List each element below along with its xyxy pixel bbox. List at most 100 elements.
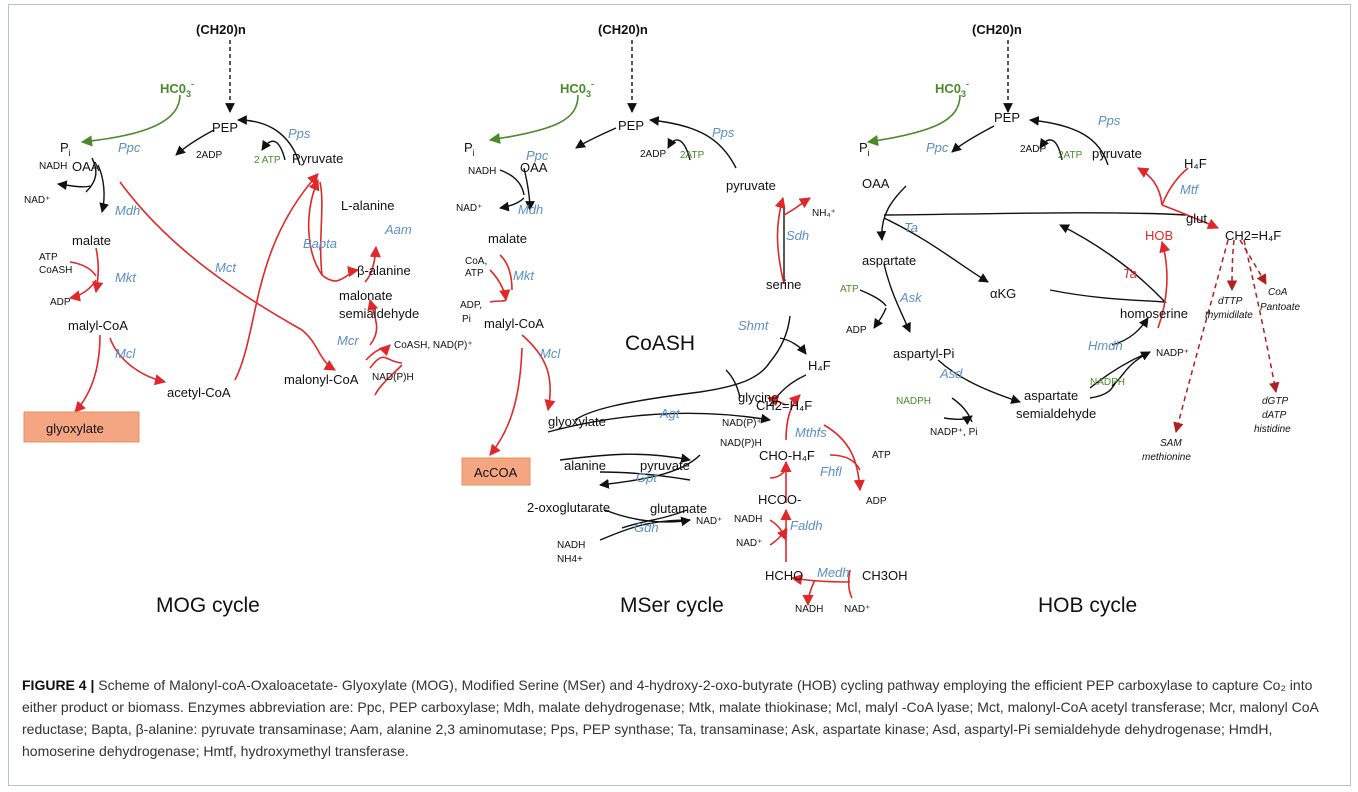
- mog-cycle-title: MOG cycle: [156, 594, 260, 617]
- hob-coa: CoA: [1268, 287, 1288, 298]
- mser-nad: NAD⁺: [456, 203, 482, 214]
- hob-datp: dATP: [1262, 410, 1287, 421]
- figure-frame: [8, 4, 1351, 786]
- mser-gpt: Gpt: [636, 470, 658, 485]
- mser-h4f: H₄F: [808, 358, 831, 373]
- hob-atp: ATP: [840, 284, 859, 295]
- mog-coash-nadp: CoASH, NAD(P)⁺: [394, 340, 473, 351]
- hob-adp: ADP: [846, 325, 867, 336]
- mog-glyoxylate: glyoxylate: [46, 421, 104, 436]
- mser-mkt: Mkt: [513, 268, 535, 283]
- mser-accoa: AcCOA: [474, 465, 518, 480]
- hob-ch2h4f: CH2=H₄F: [1225, 228, 1281, 243]
- hob-sam: SAM: [1160, 438, 1182, 449]
- hob-h4f: H₄F: [1184, 156, 1207, 171]
- mser-cycle: (CH20)n HC03- PEP Pi Ppc OAA 2ADP 2ATP P…: [456, 22, 908, 617]
- mser-mdh: Mdh: [518, 202, 543, 217]
- mog-mcr: Mcr: [337, 333, 359, 348]
- hob-aspartate: aspartate: [862, 253, 916, 268]
- mser-pyruvate: pyruvate: [726, 178, 776, 193]
- mog-mdh: Mdh: [115, 203, 140, 218]
- mog-malonyl-coa: malonyl-CoA: [284, 372, 359, 387]
- hob-nadph2: NADPH: [1090, 377, 1125, 388]
- mog-ch2o: (CH20)n: [196, 22, 246, 37]
- mog-2atp: 2 ATP: [254, 155, 281, 166]
- hob-pep: PEP: [994, 110, 1020, 125]
- mog-pyruvate: Pyruvate: [292, 151, 343, 166]
- mser-hcho: HCHO: [765, 568, 803, 583]
- mser-malate: malate: [488, 231, 527, 246]
- mser-2atp: 2ATP: [680, 150, 705, 161]
- hob-ta2: Ta: [1123, 266, 1137, 281]
- mog-bapta: Bapta: [303, 236, 337, 251]
- mser-nad2: NAD⁺: [696, 516, 722, 527]
- mser-hcoo: HCOO-: [758, 492, 801, 507]
- hob-dttp: dTTP: [1218, 296, 1243, 307]
- hob-nadph: NADPH: [896, 396, 931, 407]
- mser-hco3: HC03-: [560, 79, 594, 99]
- mser-shmt: Shmt: [738, 318, 770, 333]
- mser-cho-h4f: CHO-H₄F: [759, 448, 815, 463]
- hob-nadp: NADP⁺: [1156, 348, 1189, 359]
- mser-glycine: glycine: [738, 390, 778, 405]
- mog-oaa: OAA: [72, 159, 100, 174]
- hob-methionine: methionine: [1142, 452, 1191, 463]
- mser-nh4plus: NH4+: [557, 554, 583, 565]
- mser-cycle-title: MSer cycle: [620, 594, 724, 617]
- hob-akg: αKG: [990, 286, 1016, 301]
- accoa-product-box: [461, 457, 531, 486]
- mser-pep: PEP: [618, 118, 644, 133]
- mser-faldh: Faldh: [790, 518, 823, 533]
- hob-asp-semi2: semialdehyde: [1016, 406, 1096, 421]
- hob-2adp: 2ADP: [1020, 144, 1046, 155]
- hob-ch2o: (CH20)n: [972, 22, 1022, 37]
- mser-nadh2: NADH: [557, 540, 585, 551]
- mog-coash: CoASH: [39, 265, 72, 276]
- hob-ask: Ask: [899, 290, 923, 305]
- mser-agt: Agt: [659, 406, 681, 421]
- mser-nadph: NAD(P)H: [720, 438, 762, 449]
- mog-nadh: NADH: [39, 161, 67, 172]
- hob-mtf: Mtf: [1180, 182, 1199, 197]
- hob-aspartyl-pi: aspartyl-Pi: [893, 346, 955, 361]
- mog-b-alanine: β-alanine: [357, 263, 411, 278]
- hob-pyruvate: pyruvate: [1092, 146, 1142, 161]
- mser-malyl-coa: malyl-CoA: [484, 316, 544, 331]
- mog-malate: malate: [72, 233, 111, 248]
- mser-adp: ADP,: [460, 300, 482, 311]
- mser-ch3oh: CH3OH: [862, 568, 908, 583]
- mog-hco3: HC03-: [160, 79, 194, 99]
- mser-nadh3: NADH: [734, 514, 762, 525]
- mser-alanine: alanine: [564, 458, 606, 473]
- hob-pantoate: Pantoate: [1260, 302, 1300, 313]
- mog-acetyl-coa: acetyl-CoA: [167, 385, 231, 400]
- hob-ta: Ta: [904, 220, 918, 235]
- mog-malyl-coa: malyl-CoA: [68, 318, 128, 333]
- mser-ppc: Ppc: [526, 148, 549, 163]
- mser-ch2o: (CH20)n: [598, 22, 648, 37]
- mser-glyoxylate: glyoxylate: [548, 414, 606, 429]
- hob-ppc: Ppc: [926, 140, 949, 155]
- mser-gdh: Gdh: [634, 520, 659, 535]
- mser-nadh: NADH: [468, 166, 496, 177]
- mog-pep: PEP: [212, 120, 238, 135]
- hob-oaa: OAA: [862, 176, 890, 191]
- glyoxylate-product-box: [23, 411, 140, 443]
- mog-aam: Aam: [384, 222, 412, 237]
- mser-2-oxoglutarate: 2-oxoglutarate: [527, 500, 610, 515]
- mog-mkt: Mkt: [115, 270, 137, 285]
- hob-asd: Asd: [939, 366, 963, 381]
- mser-sdh: Sdh: [786, 228, 809, 243]
- mser-mthfs: Mthfs: [795, 425, 827, 440]
- mser-fhfl: Fhfl: [820, 464, 843, 479]
- hob-hco3: HC03-: [935, 79, 969, 99]
- mog-pi: Pi: [60, 140, 71, 158]
- mser-2adp: 2ADP: [640, 149, 666, 160]
- mog-l-alanine: L-alanine: [341, 198, 395, 213]
- mser-nad4: NAD⁺: [844, 604, 870, 615]
- mog-nadph: NAD(P)H: [372, 372, 414, 383]
- mser-nadh4: NADH: [795, 604, 823, 615]
- mser-medh: Medh: [817, 565, 850, 580]
- mser-pi2: Pi: [462, 314, 471, 325]
- mser-atp3: ATP: [872, 450, 891, 461]
